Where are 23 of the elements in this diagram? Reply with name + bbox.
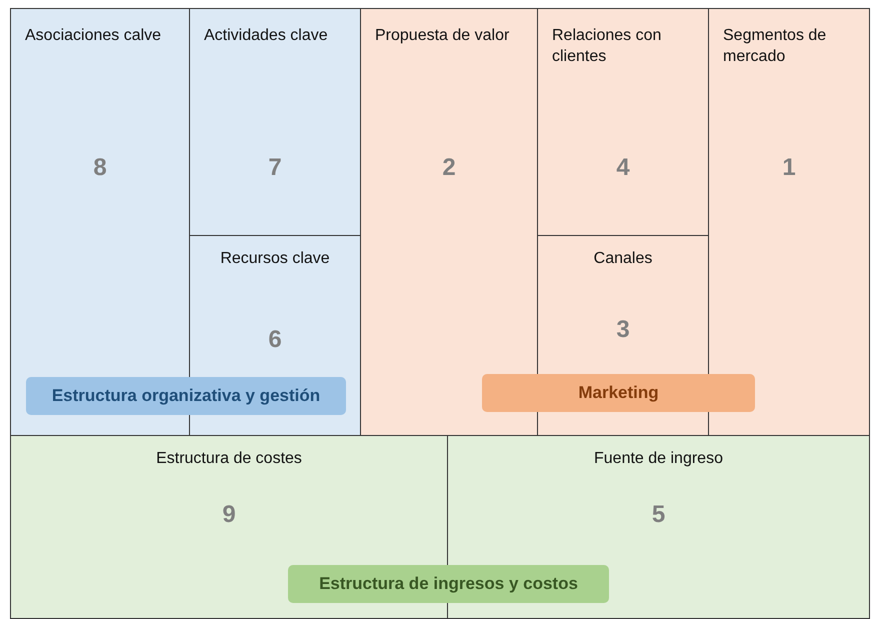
block-title: Estructura de costes <box>155 449 303 469</box>
block-title: Fuente de ingreso <box>593 449 724 469</box>
block-title: Relaciones con clientes <box>552 26 662 67</box>
block-number: 5 <box>650 501 666 529</box>
block-number: 4 <box>615 154 631 182</box>
category-label: Marketing <box>482 374 755 412</box>
canvas-block <box>708 8 870 436</box>
block-number: 9 <box>221 501 237 529</box>
canvas-block <box>360 8 538 436</box>
block-title: Propuesta de valor <box>375 26 510 46</box>
block-title: Segmentos de mercado <box>723 26 828 67</box>
block-number: 1 <box>781 154 797 182</box>
block-number: 8 <box>92 154 108 182</box>
category-label: Estructura organizativa y gestión <box>26 377 346 415</box>
block-title: Actividades clave <box>204 26 328 46</box>
block-number: 2 <box>441 154 457 182</box>
category-label: Estructura de ingresos y costos <box>288 565 609 603</box>
block-number: 7 <box>267 154 283 182</box>
block-number: 3 <box>615 316 631 344</box>
block-title: Canales <box>592 249 654 269</box>
block-title: Recursos clave <box>219 249 331 269</box>
block-title: Asociaciones calve <box>25 26 162 46</box>
block-number: 6 <box>267 326 283 354</box>
